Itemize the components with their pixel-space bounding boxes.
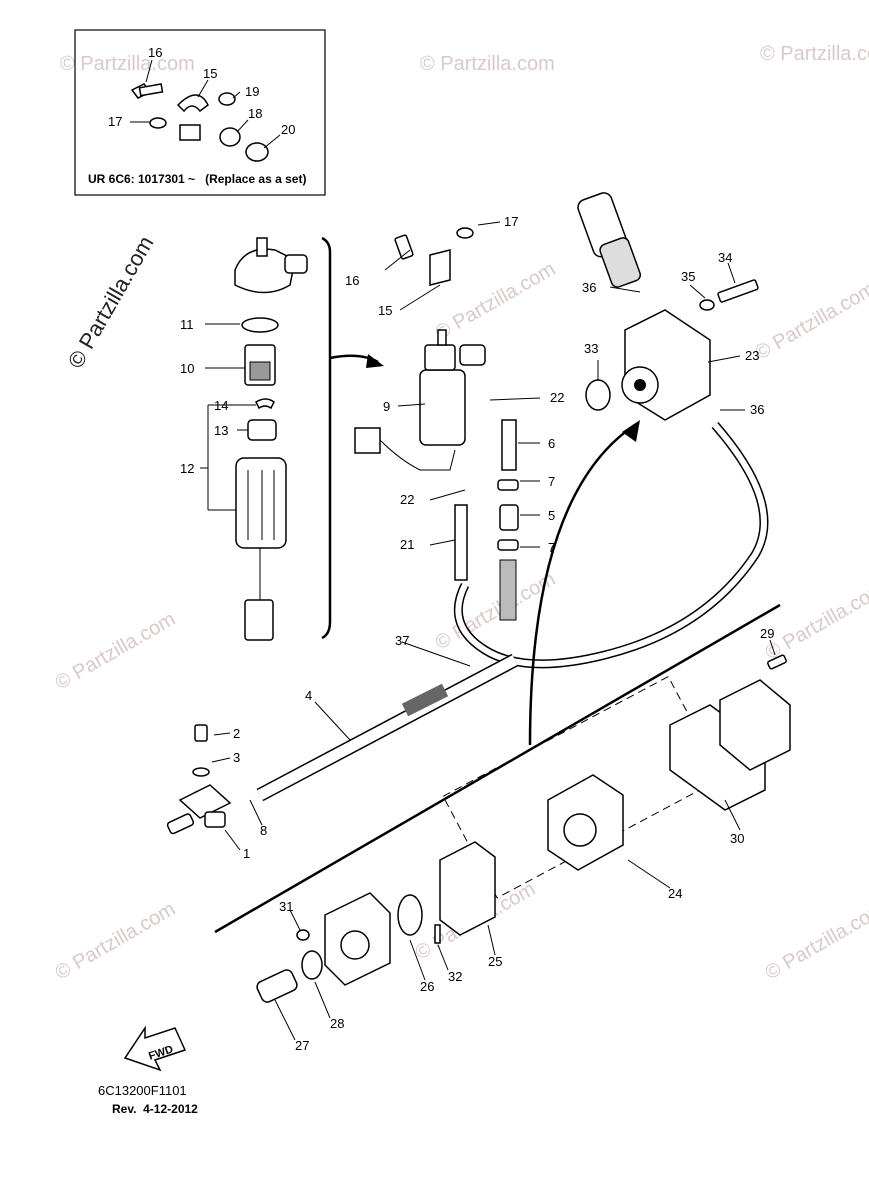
callout-7: 7 xyxy=(548,540,555,555)
callout-32: 32 xyxy=(448,969,462,984)
callout-13: 13 xyxy=(214,423,228,438)
filter-assembly: 16 15 17 9 xyxy=(345,214,518,471)
callout-10: 10 xyxy=(180,361,194,376)
watermark: © Partzilla.com xyxy=(752,278,869,364)
callout-23: 23 xyxy=(745,348,759,363)
fwd-arrow-icon: FWD xyxy=(123,1025,187,1072)
callout-33: 33 xyxy=(584,341,598,356)
callout-17: 17 xyxy=(504,214,518,229)
inset-caption: UR 6C6: 1017301 ~ (Replace as a set) xyxy=(88,172,306,186)
callout-7: 7 xyxy=(548,474,555,489)
fuel-hose-4: 4 37 xyxy=(256,633,519,802)
callout-22: 22 xyxy=(550,390,564,405)
callout-8: 8 xyxy=(260,823,267,838)
big-arrow xyxy=(528,423,636,746)
callout-35: 35 xyxy=(681,269,695,284)
inset-label: 17 xyxy=(108,114,122,129)
callout-27: 27 xyxy=(295,1038,309,1053)
callout-25: 25 xyxy=(488,954,502,969)
diagram-code: 6C13200F1101 xyxy=(98,1083,187,1098)
callout-9: 9 xyxy=(383,399,390,414)
callout-15: 15 xyxy=(378,303,392,318)
inset-label: 20 xyxy=(281,122,295,137)
hoses: 21 22 22 6 7 5 7 xyxy=(400,390,564,621)
watermark: © Partzilla.com xyxy=(760,43,869,65)
callout-4: 4 xyxy=(305,688,312,703)
callout-28: 28 xyxy=(330,1016,344,1031)
callout-36: 36 xyxy=(582,280,596,295)
callout-34: 34 xyxy=(718,250,732,265)
watermark: © Partzilla.com xyxy=(420,53,555,75)
callout-24: 24 xyxy=(668,886,682,901)
watermark: © Partzilla.com xyxy=(52,608,180,694)
callout-11: 11 xyxy=(180,317,194,332)
revision-date: Rev. 4-12-2012 xyxy=(112,1102,198,1116)
callout-6: 6 xyxy=(548,436,555,451)
watermark-rotated: © Partzilla.com xyxy=(63,232,159,373)
callout-22: 22 xyxy=(400,492,414,507)
group-bracket xyxy=(321,236,332,640)
callout-31: 31 xyxy=(279,899,293,914)
callout-37: 37 xyxy=(395,633,409,648)
callout-36: 36 xyxy=(750,402,764,417)
watermark: © Partzilla.com xyxy=(60,53,195,75)
callout-21: 21 xyxy=(400,537,414,552)
watermark: © Partzilla.com xyxy=(52,898,180,984)
section-divider xyxy=(214,603,781,934)
filter-exploded: 11 10 14 13 12 xyxy=(180,237,308,641)
callout-29: 29 xyxy=(760,626,774,641)
watermark: © Partzilla.com xyxy=(762,898,869,984)
callout-26: 26 xyxy=(420,979,434,994)
callout-2: 2 xyxy=(233,726,240,741)
inset-label: 16 xyxy=(148,45,162,60)
callout-3: 3 xyxy=(233,750,240,765)
inset-box: 16 15 19 17 18 20 UR 6C6: 1017301 ~ (Rep… xyxy=(74,29,326,196)
callout-5: 5 xyxy=(548,508,555,523)
inset-label: 15 xyxy=(203,66,217,81)
callout-30: 30 xyxy=(730,831,744,846)
inset-label: 18 xyxy=(248,106,262,121)
lower-pump: 24 30 29 31 25 26 32 28 27 xyxy=(256,626,791,1053)
inset-label: 19 xyxy=(245,84,259,99)
callout-1: 1 xyxy=(243,846,250,861)
watermark: © Partzilla.com xyxy=(762,578,869,664)
callout-12: 12 xyxy=(180,461,194,476)
callout-16: 16 xyxy=(345,273,359,288)
fuel-pump: 36 35 34 33 23 36 xyxy=(577,192,764,421)
connector-1: 2 3 1 8 xyxy=(166,724,267,861)
callout-14: 14 xyxy=(214,398,228,413)
